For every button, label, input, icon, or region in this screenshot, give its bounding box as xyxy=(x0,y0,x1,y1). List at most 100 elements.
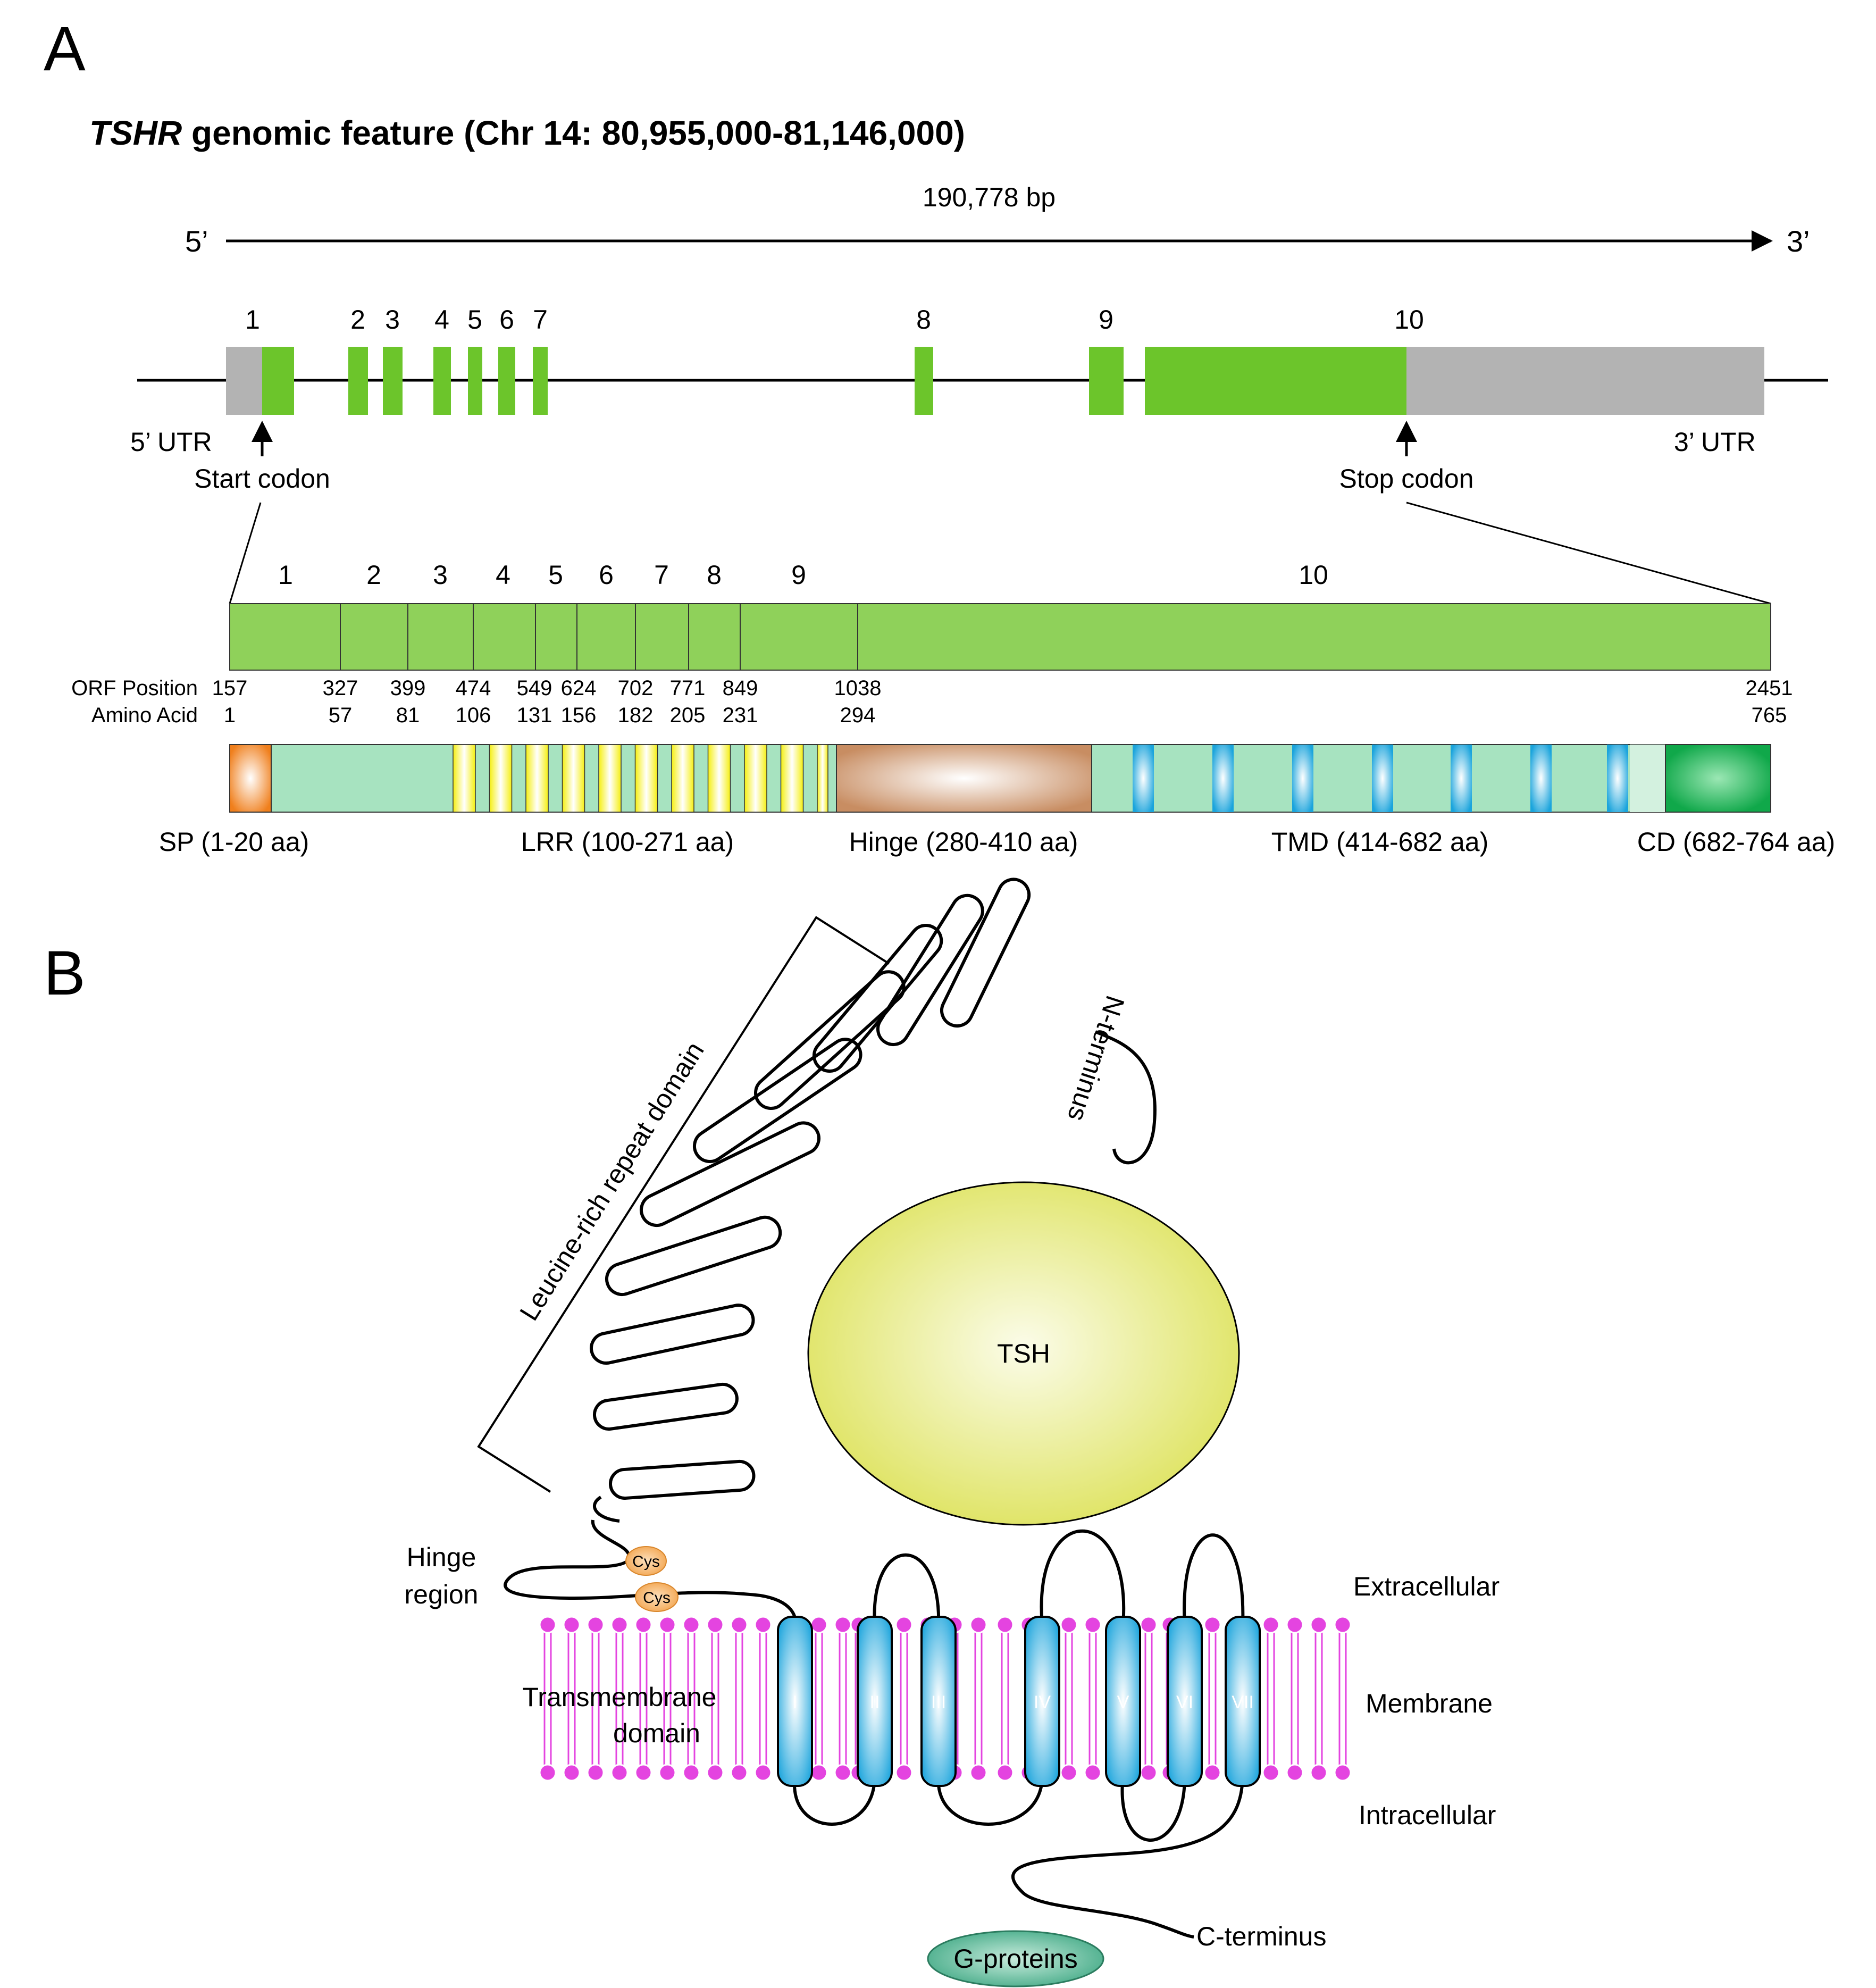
exon-number: 8 xyxy=(916,305,931,335)
lrr-connector xyxy=(593,1496,620,1523)
exon-number: 2 xyxy=(350,305,365,335)
tm-helix-4 xyxy=(1024,1616,1060,1787)
extracellular-label: Extracellular xyxy=(1353,1572,1500,1601)
tm-helix-label: I xyxy=(792,1692,797,1713)
extracellular-loop-2 xyxy=(1040,1529,1126,1625)
lrr-hairpin-loop xyxy=(813,923,943,1073)
hinge-region-label-1: Hinge xyxy=(407,1542,476,1572)
lrr-loops xyxy=(590,878,1157,1523)
lipid-head-inner xyxy=(1084,1764,1102,1782)
lipid-head-inner xyxy=(996,1764,1014,1782)
tm-domain-label-1: Transmembrane xyxy=(523,1682,717,1712)
tm-helix-label: VII xyxy=(1232,1692,1254,1713)
lrr-repeat-block xyxy=(817,744,828,813)
utr5-block xyxy=(226,347,262,415)
amino-acid: 156 xyxy=(561,704,597,727)
orf-position: 327 xyxy=(323,676,358,700)
lipid-head-outer xyxy=(1286,1616,1304,1634)
lipid-head-outer xyxy=(682,1616,700,1634)
exon-3 xyxy=(383,347,403,415)
exon-number: 6 xyxy=(499,305,514,335)
lipid-head-outer xyxy=(1203,1616,1221,1634)
lipid-head-inner xyxy=(706,1764,724,1782)
tm-helix-block xyxy=(1292,745,1313,812)
cys-label: Cys xyxy=(632,1553,660,1571)
exon-2 xyxy=(348,347,368,415)
tm-helix-1 xyxy=(777,1616,813,1787)
lipid-head-outer xyxy=(1334,1616,1352,1634)
lrr-hairpin-loop xyxy=(609,1459,756,1500)
lipid-head-outer xyxy=(706,1616,724,1634)
exon-number: 3 xyxy=(385,305,400,335)
tm-loops xyxy=(793,1529,1245,1939)
stop-codon-label: Stop codon xyxy=(1339,464,1474,494)
lipid-head-outer xyxy=(1262,1616,1280,1634)
zoom-line-left xyxy=(229,502,262,604)
amino-acid: 81 xyxy=(396,704,420,727)
lipid-head-inner xyxy=(1060,1764,1078,1782)
three-prime-label: 3’ xyxy=(1787,224,1810,258)
start-codon-label: Start codon xyxy=(194,464,330,494)
lipid-head-inner xyxy=(754,1764,772,1782)
orf-exon-boundaries xyxy=(340,604,858,670)
lrr-repeats xyxy=(453,744,828,813)
tm-helix-3 xyxy=(920,1616,957,1787)
exon-8 xyxy=(915,347,933,415)
lipid-head-inner xyxy=(834,1764,852,1782)
lipid-head-outer xyxy=(969,1616,987,1634)
lrr-repeat-block xyxy=(489,744,513,813)
cd-domain-label: CD (682-764 aa) xyxy=(1637,827,1835,857)
exon-5 xyxy=(468,347,482,415)
lrr-repeat-block xyxy=(598,744,622,813)
amino-acid: 1 xyxy=(224,704,236,727)
lrr-hairpin-loop xyxy=(876,893,984,1046)
intracellular-label: Intracellular xyxy=(1359,1800,1496,1830)
amino-acid: 57 xyxy=(329,704,353,727)
extracellular-loop-3 xyxy=(1183,1533,1245,1625)
tm-helix-block xyxy=(1212,745,1234,812)
lrr-repeat-block xyxy=(562,744,585,813)
orf-exon-number: 6 xyxy=(599,560,614,590)
lipid-head-outer xyxy=(1140,1616,1158,1634)
utr3-block-inner xyxy=(1406,347,1637,415)
g-proteins xyxy=(927,1930,1104,1987)
lipid-head-outer xyxy=(563,1616,581,1634)
orf-exon-number: 5 xyxy=(548,560,563,590)
lrr-bracket xyxy=(477,916,890,1493)
orf-position: 849 xyxy=(723,676,758,700)
exon-4 xyxy=(433,347,451,415)
orf-exon-number: 8 xyxy=(707,560,722,590)
lipid-head-outer xyxy=(730,1616,748,1634)
panel-a-title: TSHR genomic feature (Chr 14: 80,955,000… xyxy=(89,114,965,152)
tm-helix-label: IV xyxy=(1034,1692,1051,1713)
tmd-domain-label: TMD (414-682 aa) xyxy=(1271,827,1489,857)
lipid-head-inner xyxy=(810,1764,828,1782)
lipid-head-inner xyxy=(1286,1764,1304,1782)
exon-number: 1 xyxy=(245,305,260,335)
tm-domain-label-2: domain xyxy=(613,1718,700,1748)
orf-position: 1038 xyxy=(834,676,882,700)
exon-number: 7 xyxy=(533,305,548,335)
lrr-repeat-block xyxy=(634,744,658,813)
exon-1 xyxy=(262,347,294,415)
lipid-head-outer xyxy=(539,1616,557,1634)
hinge-region-label-2: region xyxy=(405,1580,479,1609)
intracellular-loop-2 xyxy=(936,1776,1044,1826)
hinge-domain-block xyxy=(836,744,1092,813)
lrr-hairpin-loop xyxy=(640,1121,820,1227)
orf-exon-number: 4 xyxy=(496,560,510,590)
cd-linker-block xyxy=(1630,745,1665,812)
orf-position: 771 xyxy=(670,676,706,700)
cd-domain-block xyxy=(1665,744,1771,813)
amino-acid: 765 xyxy=(1752,704,1787,727)
tm-helix-block xyxy=(1133,745,1154,812)
orf-exon-number: 7 xyxy=(654,560,669,590)
g-proteins-label: G-proteins xyxy=(953,1944,1077,1974)
orf-position-row-label: ORF Position xyxy=(71,676,198,700)
cys-residue-1 xyxy=(625,1546,667,1576)
lrr-hairpin-loop xyxy=(605,1215,782,1296)
cys-label: Cys xyxy=(643,1589,671,1607)
tm-helix-label: II xyxy=(870,1692,880,1713)
lipid-head-inner xyxy=(1140,1764,1158,1782)
